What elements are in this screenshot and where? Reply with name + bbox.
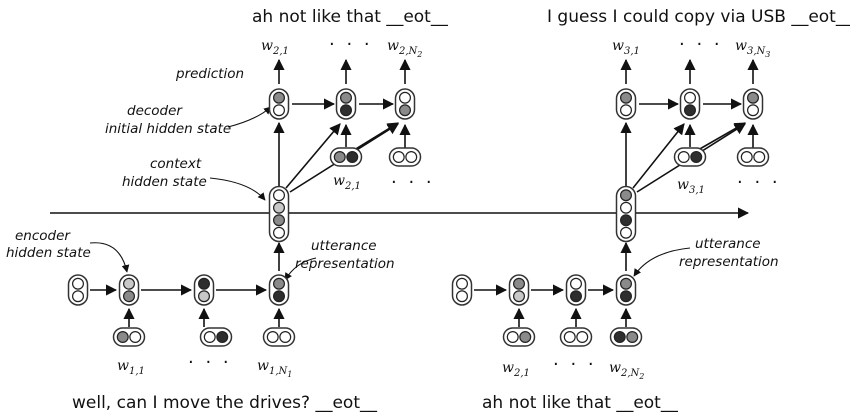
context-pointer — [209, 177, 266, 201]
encoder-unit-left-2 — [193, 274, 215, 306]
w-3-1-decoder-input-label: w3,1 — [677, 177, 705, 196]
decoder-label-line2: initial hidden state — [105, 121, 231, 137]
decoder-unit-left-3 — [394, 88, 416, 120]
encoder-unit-right-2 — [565, 274, 587, 306]
word-embedding-w2N2 — [609, 327, 643, 347]
decoder-unit-left-2 — [335, 88, 357, 120]
w-3-N3-top-label: w3,N3 — [735, 38, 770, 59]
prediction-label: prediction — [175, 66, 244, 82]
decoder-unit-left-1 — [268, 88, 290, 120]
decoder-unit-right-3 — [742, 88, 764, 120]
top-right-ellipsis: · · · — [679, 34, 723, 55]
bottom-left-sentence: well, can I move the drives? __eot__ — [72, 393, 377, 413]
w-1-1-label: w1,1 — [117, 358, 145, 377]
context-unit-left — [268, 185, 290, 243]
w-2-1-decoder-input-label: w2,1 — [333, 173, 361, 192]
w-2-1-bottom-label: w2,1 — [502, 360, 530, 379]
decoder-pointer — [227, 106, 272, 128]
top-right-sentence: I guess I could copy via USB __eot__ — [547, 7, 850, 27]
encoder-label-line2: hidden state — [6, 245, 91, 261]
word-embedding-w11 — [112, 327, 146, 347]
encoder-unit-right-1 — [508, 274, 530, 306]
decoder-input-right-next — [736, 147, 770, 167]
context-label-line2: hidden state — [122, 174, 207, 190]
decoder-unit-right-2 — [679, 88, 701, 120]
encoder-init-unit-right — [451, 274, 473, 306]
w-3-1-top-label: w3,1 — [612, 38, 640, 57]
w-2-N2-top-label: w2,N2 — [387, 38, 422, 59]
encoder-unit-left-3 — [268, 274, 290, 306]
utterance-label-right-line1: utterance — [695, 236, 761, 252]
word-embedding-left-mid — [199, 327, 233, 347]
rnn-units — [67, 88, 770, 347]
decoder-unit-right-1 — [615, 88, 637, 120]
encoder-label-line1: encoder — [15, 228, 71, 244]
decoder-input-w21 — [329, 147, 363, 167]
decoder-input-left-next — [388, 147, 422, 167]
encoder-unit-right-3 — [615, 274, 637, 306]
top-left-ellipsis: · · · — [329, 34, 373, 55]
right-decoder-input-ellipsis: · · · — [737, 172, 781, 193]
utterance-label-left-line1: utterance — [311, 238, 377, 254]
word-embedding-w1N1 — [262, 327, 296, 347]
decoder-input-w31 — [673, 147, 707, 167]
w-2-N2-bottom-label: w2,N2 — [609, 360, 644, 381]
w-2-1-top-label: w2,1 — [261, 38, 289, 57]
utterance-label-right-line2: representation — [679, 254, 779, 270]
encoder-init-unit-left — [67, 274, 89, 306]
encoder-unit-left-1 — [118, 274, 140, 306]
context-unit-right — [615, 185, 637, 243]
bottom-left-ellipsis: · · · — [188, 352, 232, 373]
context-label-line1: context — [150, 156, 202, 172]
word-embedding-w21 — [502, 327, 536, 347]
w-1-N1-label: w1,N1 — [257, 358, 292, 379]
utterance-label-left-line2: representation — [295, 256, 395, 272]
word-embedding-right-mid — [559, 327, 593, 347]
bottom-right-ellipsis: · · · — [553, 354, 597, 375]
utterance-pointer-left — [284, 257, 317, 281]
decoder-label-line1: decoder — [127, 103, 183, 119]
bottom-right-sentence: ah not like that __eot__ — [482, 393, 678, 413]
left-decoder-input-ellipsis: · · · — [391, 172, 435, 193]
utterance-pointer-right — [633, 247, 691, 277]
top-left-sentence: ah not like that __eot__ — [252, 7, 448, 27]
encoder-pointer — [89, 242, 130, 273]
diagram-edges — [90, 58, 759, 327]
